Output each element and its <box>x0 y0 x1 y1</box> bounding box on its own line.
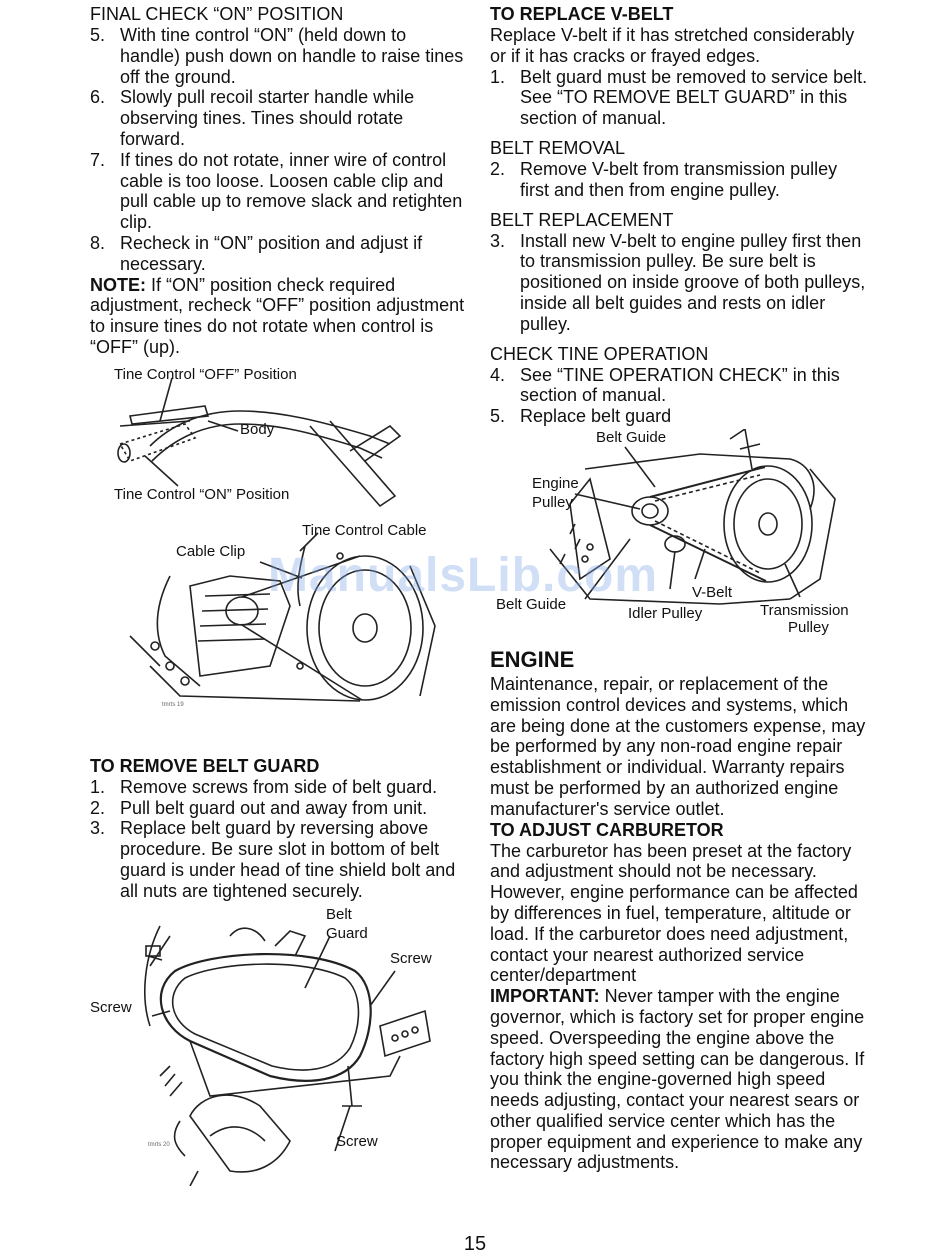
engine-paragraph: Maintenance, repair, or replacement of t… <box>490 673 866 819</box>
transmission-pulley-label: Pulley <box>788 618 829 636</box>
list-item: 7.If tines do not rotate, inner wire of … <box>90 149 463 233</box>
note-paragraph: NOTE: If “ON” position check required ad… <box>90 275 465 358</box>
engine-label: Engine <box>532 474 579 492</box>
left-column: FINAL CHECK “ON” POSITION 5.With tine co… <box>90 4 465 1186</box>
important-paragraph: IMPORTANT: Never tamper with the engine … <box>490 986 870 1173</box>
guard-label: Guard <box>326 924 368 942</box>
remove-belt-guard-heading: TO REMOVE BELT GUARD <box>90 755 320 776</box>
list-item: 1.Belt guard must be removed to service … <box>490 66 868 129</box>
belt-removal-heading: BELT REMOVAL <box>490 137 626 158</box>
belt-removal-list: 2.Remove V-belt from transmission pulley… <box>490 159 870 201</box>
engine-pulley-label: Pulley <box>532 493 573 511</box>
list-item: 6.Slowly pull recoil starter handle whil… <box>90 87 415 149</box>
belt-routing-figure: Belt Guide Engine Pulley V-Belt Belt Gui… <box>490 428 870 644</box>
idler-pulley-label: Idler Pulley <box>628 604 703 622</box>
belt-replacement-list: 3.Install new V-belt to engine pulley fi… <box>490 231 870 335</box>
final-check-list: 5.With tine control “ON” (held down to h… <box>90 25 465 275</box>
check-tine-operation-heading: CHECK TINE OPERATION <box>490 343 709 364</box>
replace-vbelt-list-1: 1.Belt guard must be removed to service … <box>490 67 870 129</box>
transmission-label: Transmission <box>760 601 849 619</box>
list-item: 2.Remove V-belt from transmission pulley… <box>490 158 838 200</box>
belt-routing-illustration <box>549 428 836 605</box>
list-item: 5.Replace belt guard <box>490 406 672 427</box>
page-number: 15 <box>463 1233 487 1255</box>
engine-heading: ENGINE <box>490 646 575 672</box>
cable-clip-label: Cable Clip <box>176 542 246 560</box>
belt-guide-top-label: Belt Guide <box>596 428 667 446</box>
tine-control-figure: Tine Control “OFF” Position Body Tine Co… <box>90 366 465 756</box>
important-text: Never tamper with the engine governor, w… <box>490 986 865 1173</box>
list-item: 4.See “TINE OPERATION CHECK” in this sec… <box>490 364 840 406</box>
screw-bottom-label: Screw <box>336 1132 378 1150</box>
important-label: IMPORTANT: <box>490 986 600 1007</box>
list-item: 1.Remove screws from side of belt guard. <box>90 776 438 797</box>
final-check-heading: FINAL CHECK “ON” POSITION <box>90 4 344 24</box>
check-tine-list: 4.See “TINE OPERATION CHECK” in this sec… <box>490 365 870 427</box>
screw-top-label: Screw <box>390 949 432 967</box>
remove-belt-guard-list: 1.Remove screws from side of belt guard.… <box>90 777 465 902</box>
belt-label: Belt <box>326 905 352 923</box>
figure-code: tmrts 20 <box>148 1141 170 1148</box>
list-item: 3.Install new V-belt to engine pulley fi… <box>490 230 866 334</box>
vbelt-label: V-Belt <box>692 583 733 601</box>
list-item: 5.With tine control “ON” (held down to h… <box>90 25 464 87</box>
belt-guard-figure: Belt Guard Screw Screw Screw tmrts 20 <box>90 906 465 1186</box>
list-item: 2.Pull belt guard out and away from unit… <box>90 797 428 818</box>
body-label: Body <box>240 420 275 438</box>
replace-vbelt-intro: Replace V-belt if it has stretched consi… <box>490 25 855 66</box>
belt-guide-bottom-label: Belt Guide <box>496 595 567 613</box>
screw-left-label: Screw <box>90 998 132 1016</box>
carburetor-paragraph: The carburetor has been preset at the fa… <box>490 840 858 986</box>
note-text: If “ON” position check required adjustme… <box>90 274 465 357</box>
list-item: 8.Recheck in “ON” position and adjust if… <box>90 232 423 274</box>
list-item: 3.Replace belt guard by reversing above … <box>90 818 456 901</box>
belt-replacement-heading: BELT REPLACEMENT <box>490 209 674 230</box>
tine-control-on-label: Tine Control “ON” Position <box>114 485 290 503</box>
watermark: ManualsLib.com <box>268 549 659 602</box>
replace-vbelt-heading: TO REPLACE V-BELT <box>490 4 674 24</box>
belt-guard-illustration <box>144 925 431 1186</box>
note-label: NOTE: <box>90 274 146 295</box>
figure-code: tmrts 19 <box>162 701 184 708</box>
tine-control-illustration <box>117 377 436 702</box>
tine-control-cable-label: Tine Control Cable <box>302 521 427 539</box>
right-column: TO REPLACE V-BELT Replace V-belt if it h… <box>490 4 870 1173</box>
adjust-carburetor-heading: TO ADJUST CARBURETOR <box>490 819 724 840</box>
tine-control-off-label: Tine Control “OFF” Position <box>114 365 297 383</box>
